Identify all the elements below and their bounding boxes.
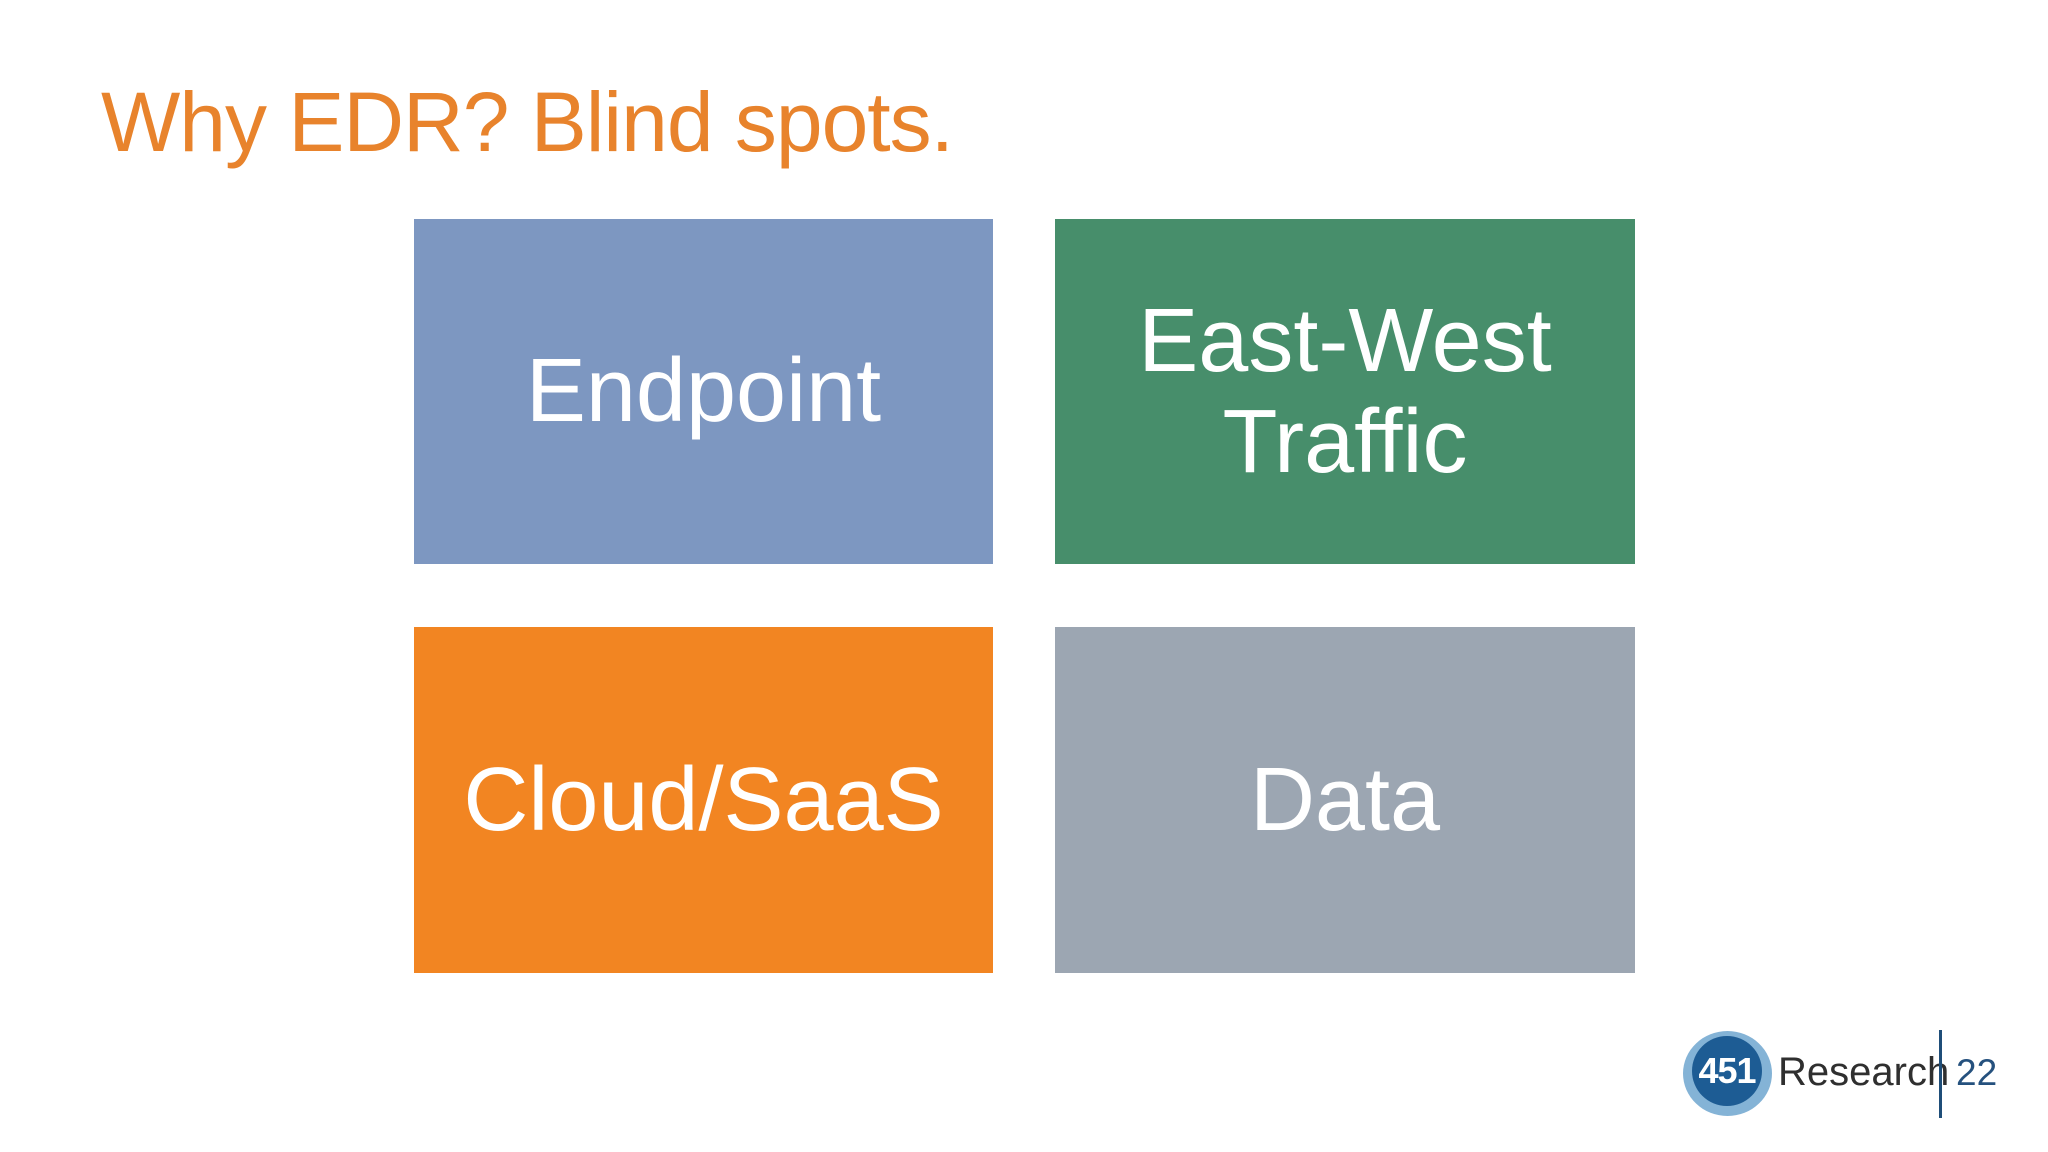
blind-spot-box-endpoint: Endpoint xyxy=(414,219,993,564)
451-research-logo-badge-icon: 451 xyxy=(1692,1036,1762,1106)
blind-spot-box-cloud-saas: Cloud/SaaS xyxy=(414,627,993,973)
451-research-brand-text: Research xyxy=(1778,1050,1950,1094)
451-research-logo-blob-icon xyxy=(1683,1031,1772,1116)
blind-spot-box-data: Data xyxy=(1055,627,1635,973)
blind-spots-grid: Endpoint East-West Traffic Cloud/SaaS Da… xyxy=(414,219,1635,973)
footer-divider xyxy=(1939,1030,1942,1118)
page-number: 22 xyxy=(1956,1052,1998,1093)
slide-title: Why EDR? Blind spots. xyxy=(101,75,954,169)
blind-spot-box-east-west-traffic: East-West Traffic xyxy=(1055,219,1635,564)
